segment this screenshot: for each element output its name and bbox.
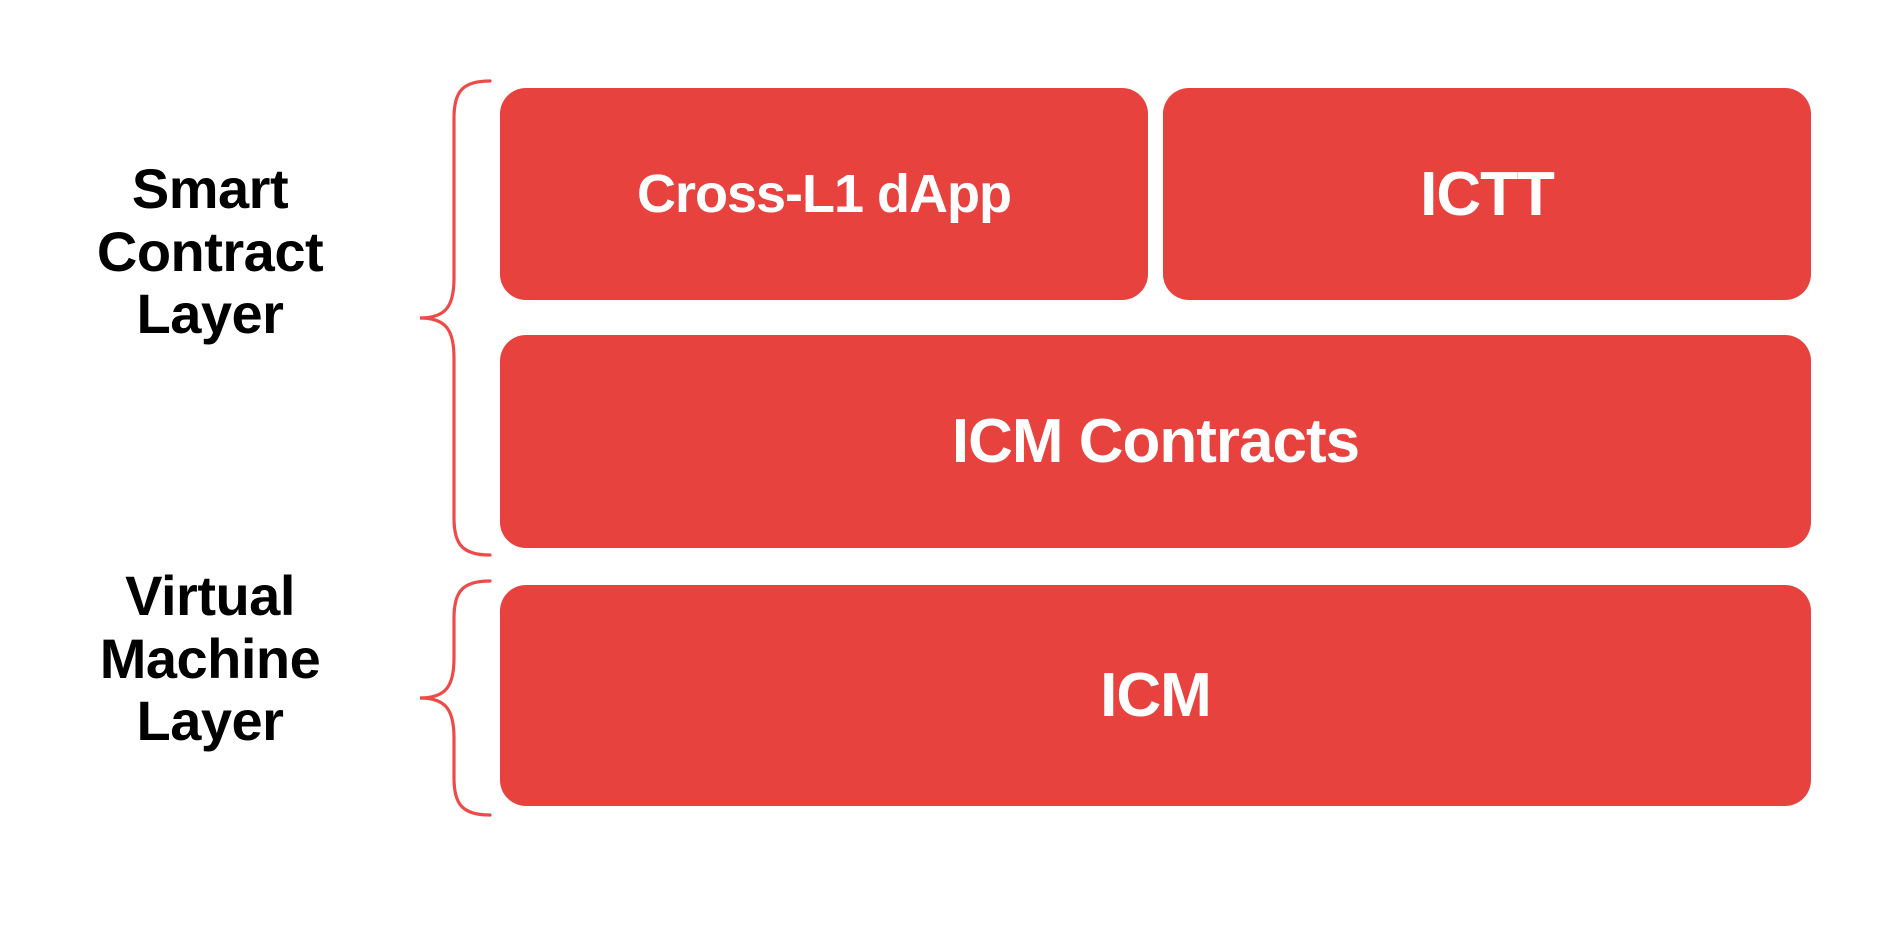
node-box-cross-l1-dapp[interactable]: Cross-L1 dApp [500, 88, 1148, 300]
layer-label-smart-contract: Smart Contract Layer [96, 157, 324, 346]
curly-brace-smart-contract-icon [419, 79, 492, 557]
node-box-ictt[interactable]: ICTT [1163, 88, 1811, 300]
node-label-ictt: ICTT [1420, 159, 1555, 229]
layer-label-virtual-machine: Virtual Machine Layer [99, 564, 321, 753]
node-box-icm[interactable]: ICM [500, 585, 1811, 806]
node-label-cross-l1-dapp: Cross-L1 dApp [636, 164, 1012, 224]
node-box-icm-contracts[interactable]: ICM Contracts [500, 335, 1811, 548]
node-label-icm: ICM [1100, 661, 1212, 730]
curly-brace-virtual-machine-icon [419, 579, 492, 817]
node-label-icm-contracts: ICM Contracts [951, 407, 1360, 476]
